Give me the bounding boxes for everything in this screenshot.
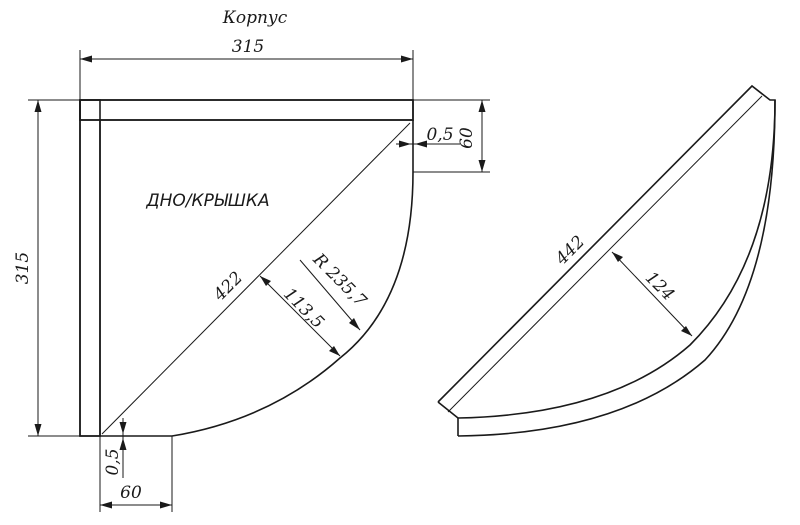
dim-top-width-text: 315 bbox=[232, 37, 264, 57]
dim-diagonal-text: 422 bbox=[209, 268, 247, 306]
dimension-bottom: 60 0,5 bbox=[99, 418, 173, 512]
dim-sagitta-text: 113,5 bbox=[279, 284, 328, 333]
dim-left-height-text: 315 bbox=[13, 252, 33, 284]
corpus-walls bbox=[79, 99, 414, 437]
dim-right-offset-text: 0,5 bbox=[426, 125, 453, 145]
drawing-title: Корпус bbox=[222, 8, 288, 28]
door-piece: 442 124 bbox=[437, 84, 776, 437]
dimension-top-width: 315 bbox=[79, 37, 414, 100]
dim-bottom-leg-text: 60 bbox=[120, 483, 142, 503]
dim-bottom-offset-text: 0,5 bbox=[103, 448, 123, 475]
part-label: ДНО/КРЫШКА bbox=[145, 191, 269, 211]
dimension-right: 60 0,5 bbox=[396, 99, 490, 173]
dimension-sagitta: 113,5 bbox=[259, 275, 341, 357]
dim-door-chord-text: 442 bbox=[551, 232, 589, 270]
bottom-lid-outline bbox=[100, 120, 414, 437]
dim-right-leg-text: 60 bbox=[457, 127, 477, 149]
dim-door-depth-text: 124 bbox=[641, 268, 678, 305]
dimension-left-height: 315 bbox=[13, 99, 80, 437]
